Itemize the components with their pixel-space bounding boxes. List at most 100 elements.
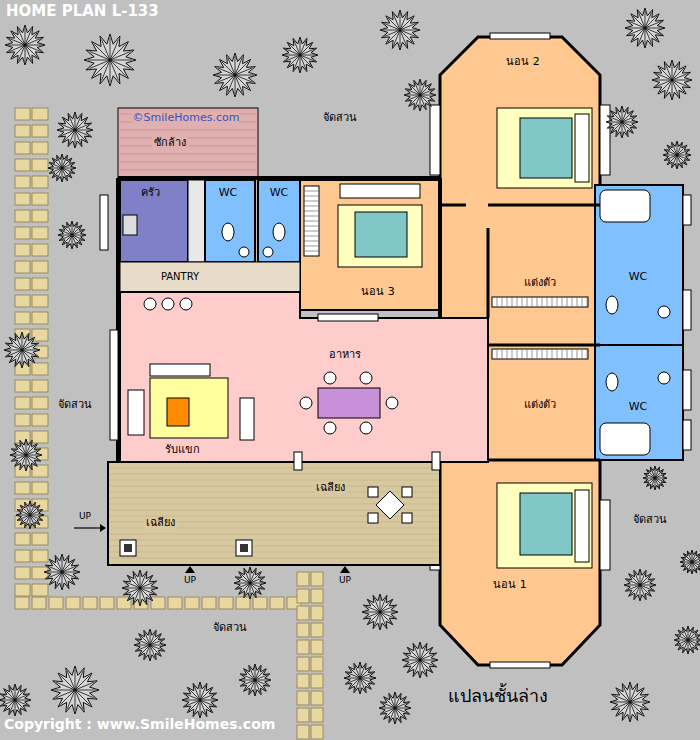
stepping-stone xyxy=(311,572,323,586)
tree-branch xyxy=(1,700,15,701)
tree-branch xyxy=(420,660,435,661)
tree-branch xyxy=(150,631,151,645)
wardrobe-hatch xyxy=(304,191,319,192)
tree-branch xyxy=(25,45,32,61)
column-symbol xyxy=(294,452,302,470)
tree-branch xyxy=(380,606,394,612)
tree-branch xyxy=(420,95,425,108)
tree-branch xyxy=(75,676,89,690)
tree-branch xyxy=(110,60,118,80)
tree-branch xyxy=(150,640,163,645)
tree-outline xyxy=(680,550,700,574)
tree-branch xyxy=(651,469,655,478)
tree-branch xyxy=(672,80,673,97)
tree-branch xyxy=(189,689,200,700)
tree-branch xyxy=(2,700,15,705)
tree-branch xyxy=(409,649,420,660)
tree-branch xyxy=(360,668,370,678)
tree-branch xyxy=(638,12,645,28)
tree-branch xyxy=(16,445,26,455)
planter-symbol xyxy=(236,540,252,556)
tree-outline xyxy=(44,554,80,590)
sink-symbol xyxy=(239,247,249,257)
tree-branch xyxy=(609,122,622,127)
tree-branch xyxy=(22,335,23,350)
laundry-area xyxy=(118,108,258,178)
tree-symbol xyxy=(643,466,667,490)
tree-outline xyxy=(57,112,93,148)
wardrobe-hatch xyxy=(507,349,508,359)
room-area: PANTRY xyxy=(120,262,255,292)
stepping-stone xyxy=(32,329,48,341)
tree-outline xyxy=(51,666,99,714)
stepping-stone xyxy=(297,725,309,739)
tree-branch xyxy=(60,130,75,131)
window-symbol xyxy=(100,195,108,250)
tree-branch xyxy=(369,612,380,623)
tree-branch xyxy=(62,168,70,176)
deck-board xyxy=(109,552,439,553)
tree-branch xyxy=(409,660,420,671)
wardrobe-symbol xyxy=(304,186,319,256)
step-arrow xyxy=(74,527,100,528)
wardrobe-hatch xyxy=(497,349,498,359)
tree-branch xyxy=(286,55,300,61)
tree-branch xyxy=(300,55,301,70)
tree-branch xyxy=(16,336,22,350)
tree-branch xyxy=(360,664,361,678)
tree-branch xyxy=(245,680,255,690)
tree-branch xyxy=(25,38,41,45)
tree-branch xyxy=(5,690,15,700)
tree-branch xyxy=(200,700,215,701)
tree-branch xyxy=(235,75,254,76)
bed-cover xyxy=(520,118,572,178)
tree-symbol xyxy=(680,550,700,574)
tree-outline xyxy=(344,662,376,694)
wardrobe-hatch xyxy=(587,297,588,307)
tree-branch xyxy=(134,574,140,588)
tree-branch xyxy=(665,64,672,80)
brick-hatch xyxy=(118,138,258,139)
bed-symbol xyxy=(497,483,592,568)
tree-branch xyxy=(672,68,684,80)
stepping-stone xyxy=(32,125,48,137)
tree-symbol xyxy=(57,112,93,148)
tree-branch xyxy=(15,700,25,710)
tree-branch xyxy=(688,632,696,640)
tree-branch xyxy=(645,11,646,28)
window-symbol xyxy=(683,195,691,225)
wardrobe-hatch xyxy=(304,231,319,232)
stool-symbol xyxy=(162,298,174,310)
tree-branch xyxy=(62,163,73,168)
tree-branch xyxy=(75,130,90,131)
tree-branch xyxy=(64,235,72,243)
wall-line xyxy=(440,204,466,207)
tree-branch xyxy=(400,18,412,30)
planter-symbol xyxy=(120,540,136,556)
tree-symbol xyxy=(213,53,257,97)
area-label: จัดสวน xyxy=(633,514,667,527)
tree-branch xyxy=(655,478,659,487)
stepping-stone xyxy=(32,193,48,205)
tree-branch xyxy=(72,230,83,235)
room-name: WC xyxy=(270,187,289,200)
tree-branch xyxy=(75,690,95,691)
stepping-stone xyxy=(219,597,233,609)
wardrobe-hatch xyxy=(557,349,558,359)
tree-branch xyxy=(360,678,365,691)
tree-branch xyxy=(61,690,75,704)
stepping-stone xyxy=(32,380,48,392)
stepping-stone xyxy=(66,597,80,609)
room-name: แต่งตัว xyxy=(524,277,556,290)
tree-branch xyxy=(669,147,677,155)
area-label: UP xyxy=(339,575,351,585)
stepping-stone xyxy=(49,597,63,609)
wardrobe-hatch xyxy=(532,297,533,307)
tree-branch xyxy=(250,578,263,583)
tree-branch xyxy=(235,62,248,75)
tree-branch xyxy=(19,515,30,520)
stepping-stone xyxy=(311,589,323,603)
wardrobe-hatch xyxy=(567,349,568,359)
wardrobe-hatch xyxy=(522,297,523,307)
tree-branch xyxy=(666,155,677,160)
